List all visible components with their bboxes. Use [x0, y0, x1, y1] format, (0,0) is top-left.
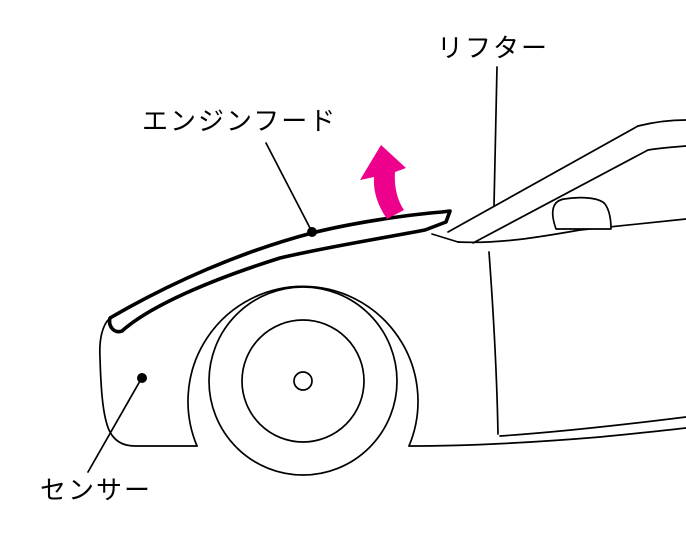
front-wheel-hub: [293, 371, 313, 391]
leader-line-engine-hood: [265, 142, 311, 229]
beltline: [457, 218, 686, 244]
car-nose-outline: [98, 317, 198, 447]
engine-hood-dot: [307, 227, 317, 237]
front-wheel-rim: [241, 319, 365, 443]
sensor-dot: [137, 373, 147, 383]
door-seam: [488, 251, 499, 435]
leader-line-sensor: [87, 380, 141, 473]
side-mirror: [551, 196, 612, 230]
lift-arrow: [360, 145, 406, 219]
wheel-arch: [187, 285, 419, 447]
leader-line-lifter: [493, 66, 498, 207]
windshield-inner-line: [472, 145, 686, 244]
front-wheel-tire: [208, 286, 398, 476]
cowl-line: [431, 233, 459, 243]
windshield-pillar: [447, 125, 639, 233]
label-sensor: センサー: [40, 475, 153, 505]
body-bottom-line: [408, 427, 686, 447]
label-lifter: リフター: [437, 33, 550, 63]
hood-outline: [107, 209, 452, 334]
door-bottom-line: [499, 416, 686, 437]
label-engine-hood: エンジンフード: [142, 106, 338, 136]
roof-line: [637, 119, 686, 127]
